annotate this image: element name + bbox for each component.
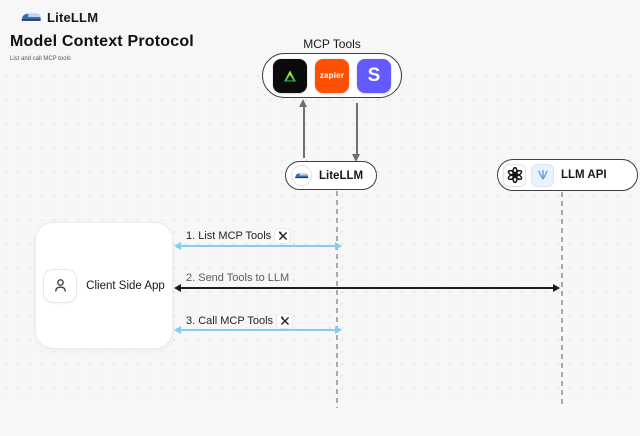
- hammer-wrench-icon: [275, 229, 291, 243]
- zapier-wordmark: zapier: [319, 71, 345, 80]
- flow-1-label: 1. List MCP Tools: [186, 229, 291, 243]
- arrowhead-right-icon: [335, 241, 342, 250]
- arrowhead-left-icon: [174, 241, 181, 250]
- flow-1-text: 1. List MCP Tools: [186, 230, 272, 242]
- arrowhead-down-icon: [352, 154, 361, 162]
- flow-3-text: 3. Call MCP Tools: [186, 315, 274, 327]
- llm-api-node-label: LLM API: [561, 169, 607, 181]
- brand: LiteLLM: [20, 9, 98, 25]
- page-subtitle: List and call MCP tools: [10, 56, 71, 62]
- arrow-litellm-to-mcp: [299, 99, 308, 158]
- hammer-wrench-icon: [277, 314, 293, 328]
- arrowhead-right-icon: [553, 283, 560, 292]
- mcp-tools-label: MCP Tools: [303, 37, 361, 51]
- arrowhead-left-icon: [174, 325, 181, 334]
- arrow-mcp-to-litellm: [352, 103, 361, 162]
- llm-provider-icon: [531, 163, 554, 187]
- stripe-icon: S: [357, 58, 391, 93]
- litellm-lifeline: [336, 191, 338, 408]
- arrowhead-up-icon: [299, 99, 308, 107]
- zapier-icon: zapier: [315, 58, 349, 93]
- flow-2-arrow: [174, 283, 560, 292]
- litellm-node-logo-icon: [291, 165, 312, 186]
- flow-1-arrow: [174, 241, 342, 250]
- arrowhead-left-icon: [174, 283, 181, 292]
- flow-2-text: 2. Send Tools to LLM: [186, 272, 290, 284]
- page-title: Model Context Protocol: [10, 33, 194, 50]
- openai-icon: [503, 163, 526, 187]
- client-side-app-node: Client Side App: [35, 222, 173, 349]
- brand-name: LiteLLM: [47, 9, 99, 25]
- flow-2-label: 2. Send Tools to LLM: [186, 272, 289, 284]
- arrowhead-right-icon: [335, 325, 342, 334]
- mcp-tools-node: zapier S: [262, 53, 402, 98]
- client-side-app-label: Client Side App: [86, 279, 165, 292]
- llm-api-node: LLM API: [497, 159, 638, 191]
- llm-api-lifeline: [561, 192, 563, 408]
- litellm-node-label: LiteLLM: [319, 169, 364, 182]
- person-icon: [43, 268, 78, 303]
- litellm-node: LiteLLM: [285, 161, 377, 190]
- flow-3-label: 3. Call MCP Tools: [186, 314, 293, 328]
- green-triangle-tool-icon: [273, 58, 307, 93]
- stripe-letter: S: [367, 65, 381, 86]
- litellm-logo-icon: [21, 13, 41, 21]
- flow-3-arrow: [174, 325, 342, 334]
